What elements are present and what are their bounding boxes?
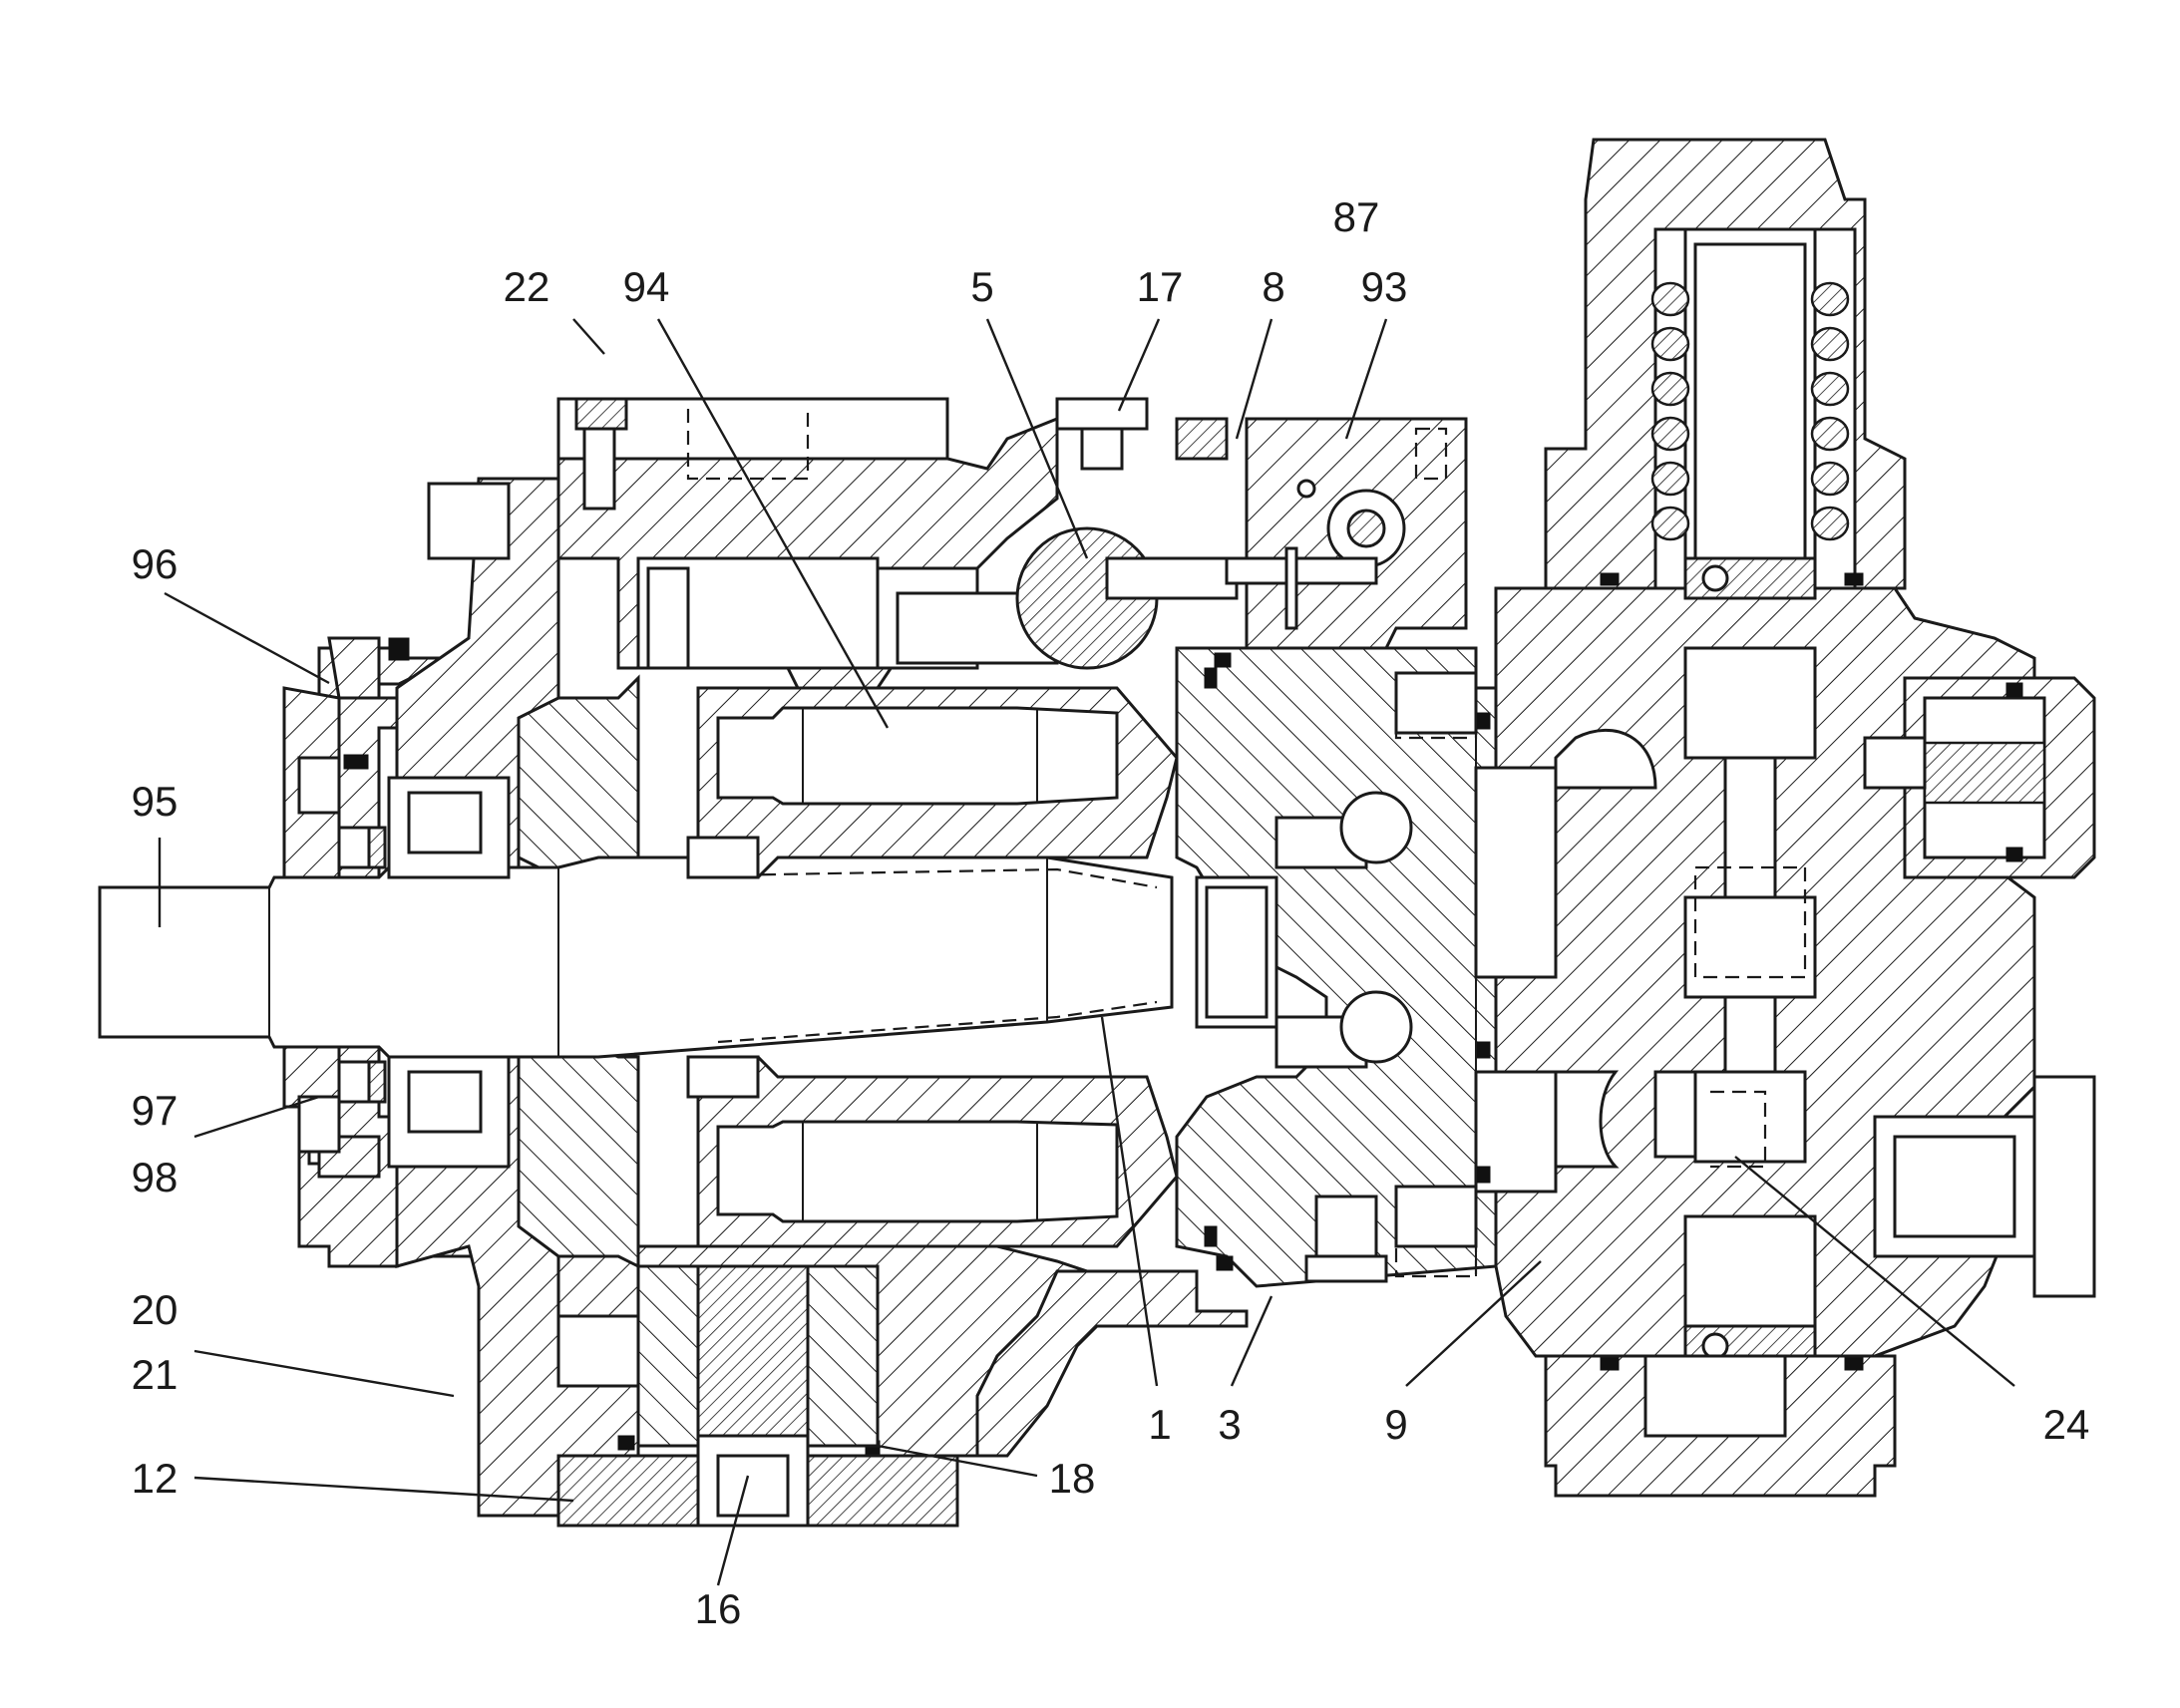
callout-16: 16 xyxy=(695,1585,742,1632)
callout-1: 1 xyxy=(1148,1401,1171,1448)
top-cover xyxy=(556,397,1229,511)
piston-upper xyxy=(716,706,1119,806)
callout-17: 17 xyxy=(1137,263,1184,310)
piston-lower xyxy=(716,1120,1119,1223)
bearing-bore-left xyxy=(517,674,640,1269)
callout-18: 18 xyxy=(1049,1455,1096,1502)
callout-94: 94 xyxy=(623,263,670,310)
callout-93: 93 xyxy=(1361,263,1408,310)
callout-3: 3 xyxy=(1218,1401,1241,1448)
servo-assembly xyxy=(876,526,1239,670)
front-bearing xyxy=(297,756,511,1169)
valve-bottom-cap xyxy=(1544,1354,1897,1498)
callout-8: 8 xyxy=(1262,263,1284,310)
callout-98: 98 xyxy=(132,1154,179,1200)
valve-spool xyxy=(1683,556,1817,1368)
callout-95: 95 xyxy=(132,778,179,825)
callout-5: 5 xyxy=(970,263,993,310)
control-block xyxy=(1225,417,1468,650)
callout-24: 24 xyxy=(2043,1401,2090,1448)
callout-12: 12 xyxy=(132,1455,179,1502)
drive-shaft xyxy=(98,855,1174,1059)
callout-9: 9 xyxy=(1384,1401,1407,1448)
leader-lines xyxy=(158,318,2015,1586)
bottom-cover xyxy=(556,1264,959,1528)
side-plug xyxy=(1873,1075,2096,1298)
side-relief-valve xyxy=(1863,676,2096,879)
callout-87: 87 xyxy=(1333,193,1380,240)
valve-top-spring xyxy=(1650,281,1850,541)
callout-20: 20 xyxy=(132,1286,179,1333)
o-rings xyxy=(617,572,2023,1462)
port-plate xyxy=(1175,646,1498,1288)
callout-22: 22 xyxy=(504,263,550,310)
valve-top-cap xyxy=(1544,138,1907,590)
callout-labels: 87 22 94 5 17 8 93 96 95 97 98 20 21 12 … xyxy=(132,193,2090,1632)
callout-21: 21 xyxy=(132,1351,179,1398)
callout-97: 97 xyxy=(132,1087,179,1134)
callout-96: 96 xyxy=(132,540,179,587)
